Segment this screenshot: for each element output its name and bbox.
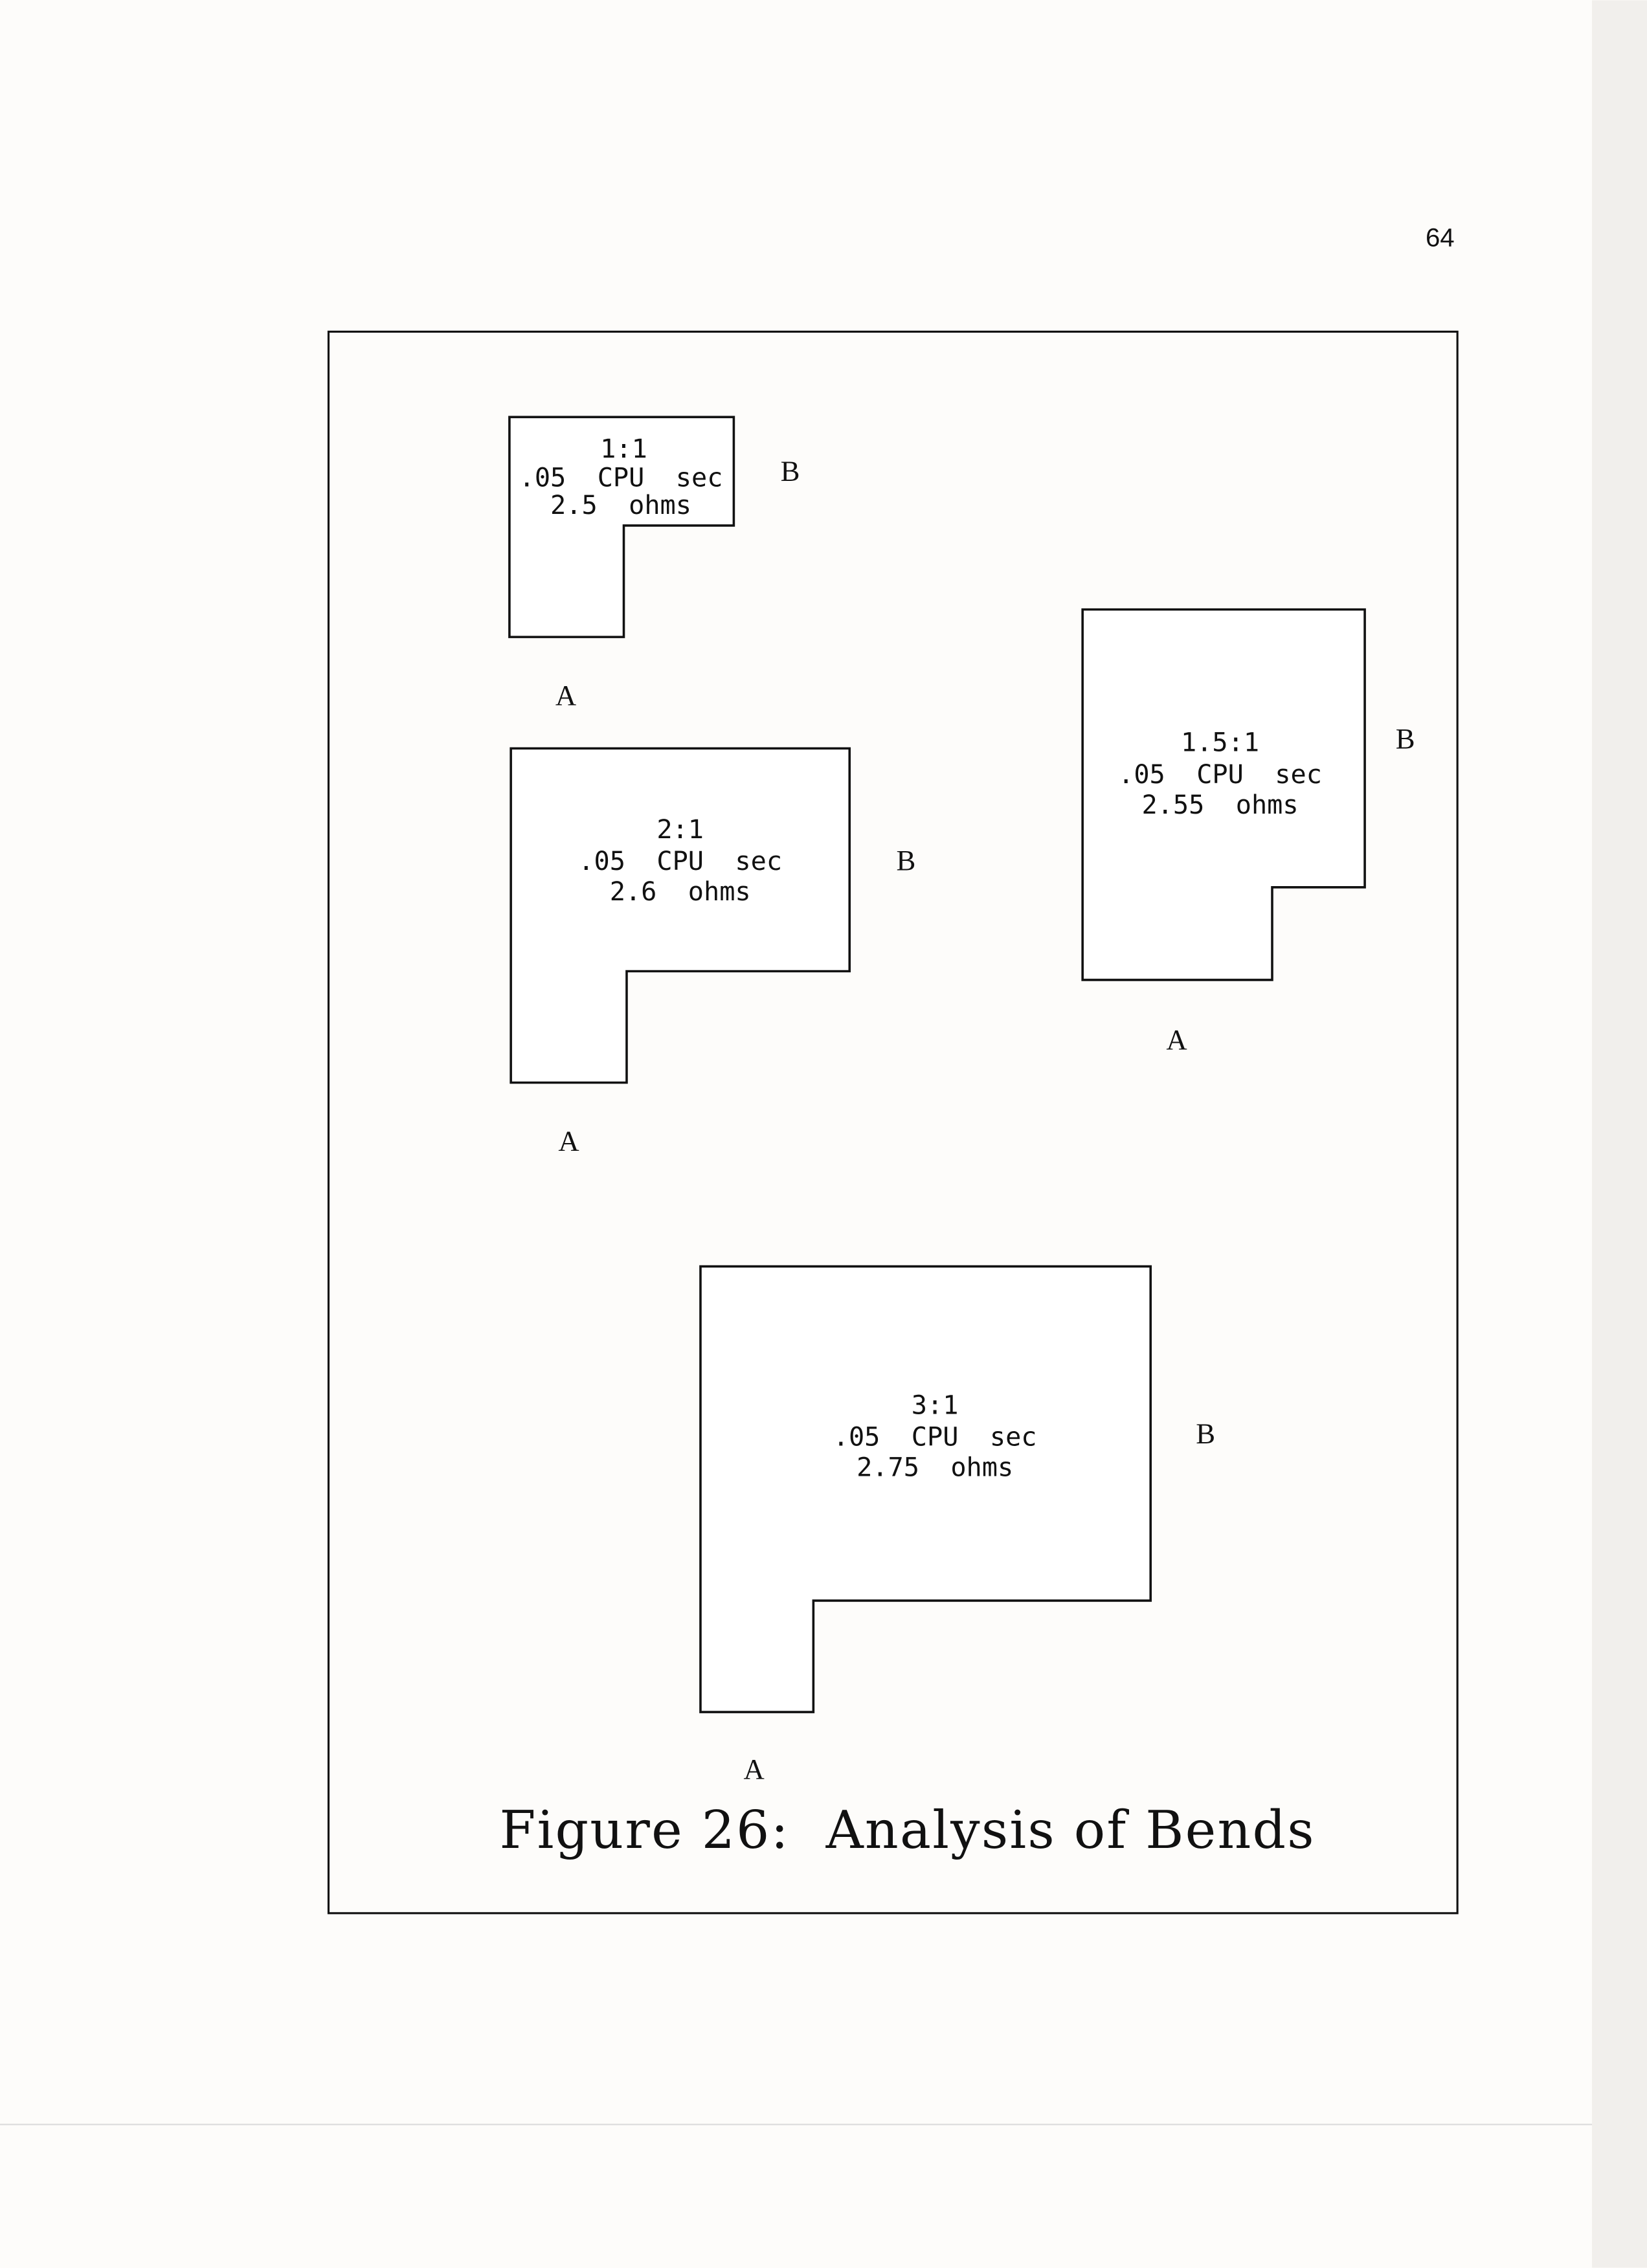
ratio-label: 3:1 bbox=[912, 1391, 959, 1421]
bend-outline bbox=[1081, 608, 1366, 981]
figure-caption: Figure 26: Analysis of Bends bbox=[500, 1799, 1316, 1860]
terminal-b: B bbox=[897, 844, 916, 876]
bend-outline bbox=[508, 416, 735, 638]
resistance-label: 2.55 ohms bbox=[1141, 790, 1298, 820]
ratio-label: 1:1 bbox=[600, 434, 647, 464]
terminal-a: A bbox=[558, 1125, 579, 1157]
cpu-label: .05 CPU sec bbox=[578, 847, 782, 876]
ratio-label: 2:1 bbox=[656, 815, 704, 845]
terminal-b: B bbox=[781, 455, 800, 487]
binding-edge bbox=[1592, 0, 1647, 2268]
terminal-a: A bbox=[1166, 1023, 1187, 1056]
terminal-b: B bbox=[1396, 722, 1415, 755]
bend-shape-1-1: 1:1 .05 CPU sec 2.5 ohms B A bbox=[508, 416, 800, 711]
terminal-b: B bbox=[1196, 1417, 1215, 1449]
cpu-label: .05 CPU sec bbox=[1118, 760, 1322, 790]
figure-frame bbox=[327, 330, 1459, 1915]
resistance-label: 2.75 ohms bbox=[857, 1453, 1013, 1483]
bend-outline bbox=[699, 1265, 1152, 1713]
resistance-label: 2.5 ohms bbox=[550, 491, 691, 520]
cpu-label: .05 CPU sec bbox=[519, 463, 723, 493]
ratio-label: 1.5:1 bbox=[1181, 728, 1259, 758]
bend-outline bbox=[510, 747, 851, 1084]
cpu-label: .05 CPU sec bbox=[833, 1423, 1037, 1452]
terminal-a: A bbox=[744, 1753, 765, 1785]
bend-shape-3-1: 3:1 .05 CPU sec 2.75 ohms B A bbox=[699, 1265, 1215, 1785]
terminal-a: A bbox=[555, 679, 576, 711]
resistance-label: 2.6 ohms bbox=[610, 877, 751, 907]
page-number: 64 bbox=[1426, 223, 1455, 252]
bend-shape-2-1: 2:1 .05 CPU sec 2.6 ohms B A bbox=[510, 747, 916, 1157]
bend-shape-1-5-1: 1.5:1 .05 CPU sec 2.55 ohms B A bbox=[1081, 608, 1415, 1056]
